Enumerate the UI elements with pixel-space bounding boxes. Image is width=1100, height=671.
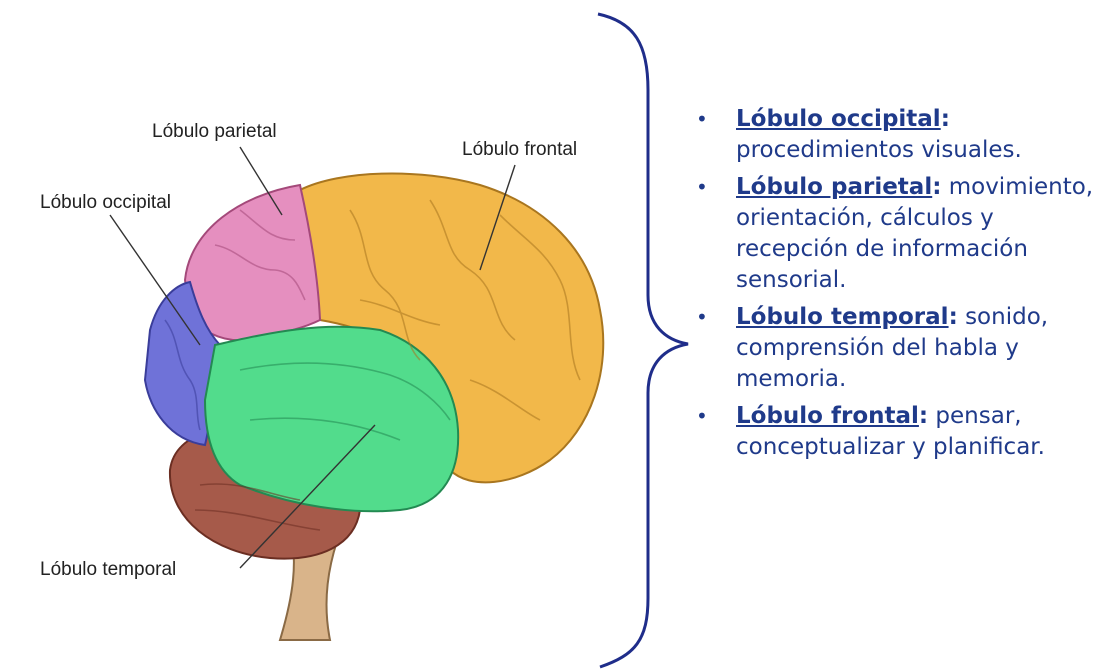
bullet-icon: •: [696, 302, 708, 333]
label-temporal: Lóbulo temporal: [40, 559, 176, 580]
legend-colon: :: [919, 403, 928, 429]
legend-item-frontal: •Lóbulo frontal: pensar, conceptualizar …: [696, 401, 1096, 463]
legend-item-temporal: •Lóbulo temporal: sonido, comprensión de…: [696, 302, 1096, 395]
bullet-icon: •: [696, 172, 708, 203]
legend-term: Lóbulo occipital: [736, 106, 941, 132]
label-occipital: Lóbulo occipital: [40, 192, 171, 213]
curly-brace: [598, 14, 688, 667]
legend-term: Lóbulo frontal: [736, 403, 919, 429]
lobe-legend: • Lóbulo occipital: procedimientos visual…: [696, 104, 1096, 469]
temporal-lobe: [205, 327, 458, 512]
bullet-icon: •: [696, 401, 708, 432]
parietal-lobe: [185, 185, 320, 340]
legend-text: procedimientos visuales.: [736, 137, 1022, 163]
label-parietal: Lóbulo parietal: [152, 121, 277, 142]
bullet-icon: •: [696, 104, 708, 135]
legend-item-occipital: • Lóbulo occipital: procedimientos visual…: [696, 104, 1096, 166]
legend-item-parietal: •Lóbulo parietal: movimiento, orientació…: [696, 172, 1096, 296]
legend-colon: :: [949, 304, 958, 330]
label-frontal: Lóbulo frontal: [462, 139, 577, 160]
legend-colon: :: [941, 106, 950, 132]
legend-term: Lóbulo temporal: [736, 304, 949, 330]
legend-term: Lóbulo parietal: [736, 174, 932, 200]
